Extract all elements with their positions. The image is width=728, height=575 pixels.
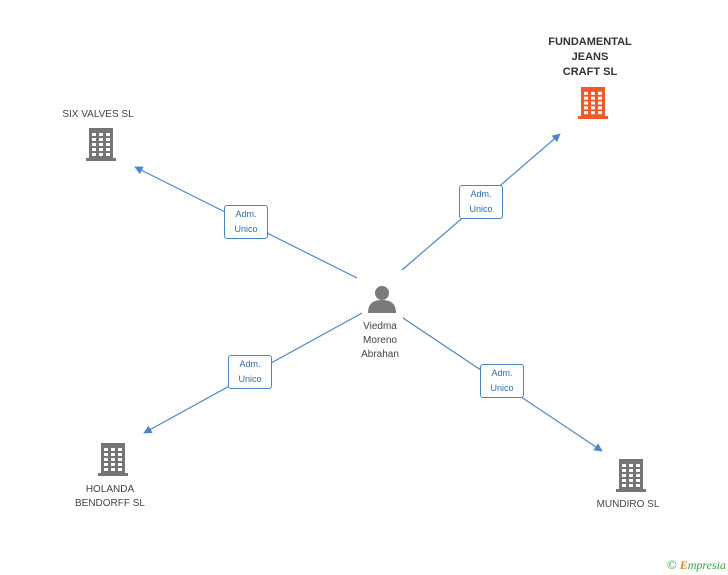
edge-role-line: Unico [238, 374, 262, 384]
building-icon-fundamental[interactable] [578, 87, 608, 119]
edge-label-mundiro: Adm. Unico [480, 364, 524, 398]
edge-label-six-valves: Adm. Unico [224, 205, 268, 239]
building-icon-holanda[interactable] [98, 443, 128, 476]
company-name-line: MUNDIRO SL [596, 499, 660, 510]
person-name-line: Viedma [363, 321, 397, 332]
empresia-copyright[interactable]: ©Empresia [667, 557, 726, 573]
copyright-icon: © [666, 557, 677, 572]
edge-label-fundamental: Adm. Unico [459, 185, 503, 219]
edge-role-line: Adm. [491, 368, 513, 378]
edge-role-line: Adm. [470, 189, 492, 199]
person-name-line: Abrahan [361, 349, 399, 360]
edge-role-line: Adm. [239, 359, 261, 369]
building-icon-mundiro[interactable] [616, 459, 646, 492]
person-name-line: Moreno [363, 335, 397, 346]
edge-role-line: Unico [469, 204, 493, 214]
brand-name: mpresia [687, 558, 726, 572]
person-name-label[interactable]: Viedma Moreno Abrahan [340, 320, 420, 362]
company-name-line: JEANS [571, 51, 609, 63]
company-name-line: BENDORFF SL [74, 498, 145, 509]
person-icon[interactable] [368, 286, 396, 313]
edge-role-line: Unico [234, 224, 258, 234]
company-name-line: CRAFT SL [562, 66, 618, 78]
company-name-line: SIX VALVES SL [62, 109, 134, 120]
edge-role-line: Adm. [235, 209, 257, 219]
company-label-mundiro[interactable]: MUNDIRO SL [578, 498, 678, 512]
company-label-holanda[interactable]: HOLANDA BENDORFF SL [60, 483, 160, 511]
edge-role-line: Unico [490, 383, 514, 393]
company-name-line: HOLANDA [85, 484, 135, 495]
company-label-fundamental[interactable]: FUNDAMENTAL JEANS CRAFT SL [530, 35, 650, 80]
edge-label-holanda: Adm. Unico [228, 355, 272, 389]
company-name-line: FUNDAMENTAL [548, 36, 632, 48]
building-icon-six-valves[interactable] [86, 128, 116, 161]
brand-initial: E [679, 558, 688, 572]
company-label-six-valves[interactable]: SIX VALVES SL [48, 108, 148, 122]
